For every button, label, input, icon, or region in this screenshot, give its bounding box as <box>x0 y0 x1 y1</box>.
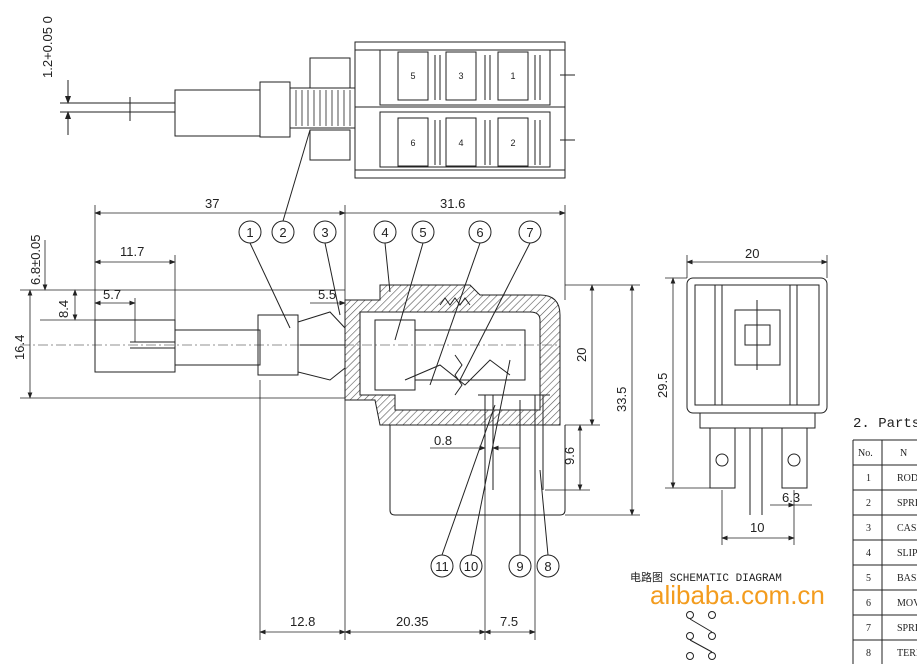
parts-row-name: SPRI <box>897 623 917 634</box>
balloon-8: 8 <box>544 559 551 574</box>
dim-16-4: 16.4 <box>12 335 27 360</box>
parts-row-name: SPRI <box>897 498 917 509</box>
parts-row-name: CASI <box>897 523 917 534</box>
balloon-6: 6 <box>476 225 483 240</box>
dim-37: 37 <box>205 196 219 211</box>
dim-5-5: 5.5 <box>318 287 336 302</box>
watermark: alibaba.com.cn <box>650 580 825 610</box>
dim-5-7: 5.7 <box>103 287 121 302</box>
cell-number-6: 6 <box>410 138 415 148</box>
balloon-11: 11 <box>435 559 449 574</box>
cell-number-4: 4 <box>458 138 463 148</box>
balloon-4: 4 <box>381 225 388 240</box>
balloon-circles <box>238 129 560 578</box>
parts-row-name: TERN <box>897 648 917 659</box>
cell-numbers: 5 3 1 6 4 2 <box>410 71 515 148</box>
dim-7-5: 7.5 <box>500 614 518 629</box>
balloon-5: 5 <box>419 225 426 240</box>
parts-row-no: 8 <box>866 648 871 659</box>
dim-20-side: 20 <box>574 348 589 362</box>
dim-6-8: 6.8±0.05 <box>28 234 43 285</box>
dim-10: 10 <box>750 520 764 535</box>
dimension-labels: 1.2+0.05 0 37 31.6 11.7 6.8±0.05 8.4 5.7… <box>12 16 800 629</box>
dim-9-6: 9.6 <box>562 447 577 465</box>
schematic-label: 电路图 SCHEMATIC DIAGRAM <box>630 571 782 585</box>
dim-12-8: 12.8 <box>290 614 315 629</box>
parts-col-name: N <box>900 448 907 459</box>
dim-6-3: 6.3 <box>782 490 800 505</box>
balloon-9: 9 <box>516 559 523 574</box>
dim-11-7: 11.7 <box>120 244 144 259</box>
parts-row-no: 1 <box>866 473 871 484</box>
parts-row-no: 4 <box>866 548 871 559</box>
parts-row-no: 6 <box>866 598 871 609</box>
parts-row-no: 5 <box>866 573 871 584</box>
cell-number-1: 1 <box>510 71 515 81</box>
balloon-10: 10 <box>464 559 478 574</box>
balloon-2: 2 <box>279 225 286 240</box>
parts-col-no: No. <box>858 448 873 459</box>
parts-row-name: SLIP <box>897 548 917 559</box>
section-view <box>20 284 566 516</box>
parts-row-name: BASI <box>897 573 917 584</box>
parts-table: 2. Parts No. N 1 ROD 2 SPRI 3 CASI 4 SLI… <box>853 416 917 659</box>
balloon-1: 1 <box>246 225 253 240</box>
dim-20-end: 20 <box>745 246 759 261</box>
balloon-3: 3 <box>321 225 328 240</box>
balloon-7: 7 <box>526 225 533 240</box>
cell-number-3: 3 <box>458 71 463 81</box>
parts-row-no: 3 <box>866 523 871 534</box>
parts-row-name: MOVI <box>897 598 917 609</box>
parts-table-grid <box>852 439 917 664</box>
parts-row-no: 2 <box>866 498 871 509</box>
dim-8-4: 8.4 <box>56 300 71 318</box>
dim-0-8: 0.8 <box>434 433 452 448</box>
dimension-lines <box>20 205 828 640</box>
top-view <box>60 41 575 179</box>
dim-top-tolerance: 1.2+0.05 0 <box>40 16 55 78</box>
balloon-labels: 1 2 3 4 5 6 7 11 10 9 8 <box>246 225 551 574</box>
dim-31-6: 31.6 <box>440 196 465 211</box>
dim-20-35: 20.35 <box>396 614 429 629</box>
dim-33-5: 33.5 <box>614 387 629 412</box>
cell-number-2: 2 <box>510 138 515 148</box>
schematic-symbol <box>686 611 716 660</box>
cell-number-5: 5 <box>410 71 415 81</box>
parts-heading: 2. Parts <box>853 416 917 432</box>
parts-row-name: ROD <box>897 473 917 484</box>
end-view <box>686 277 828 515</box>
dim-29-5: 29.5 <box>655 373 670 398</box>
parts-row-no: 7 <box>866 623 871 634</box>
